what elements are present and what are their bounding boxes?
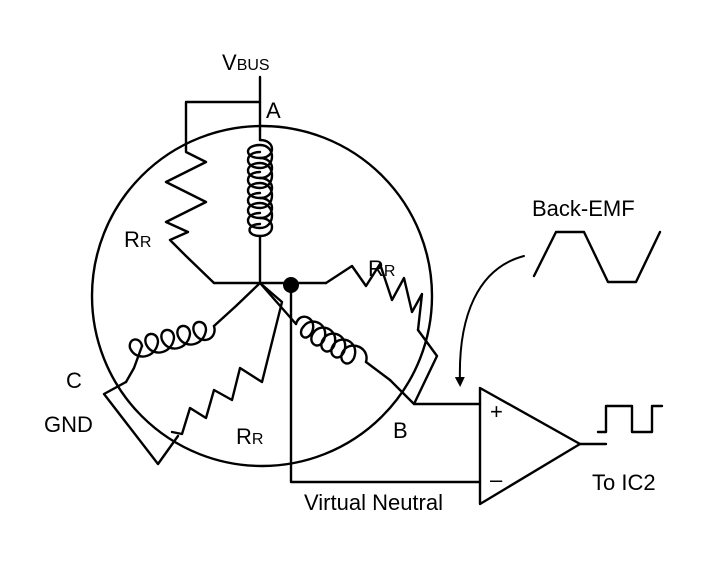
back-emf-arrow bbox=[454, 255, 525, 387]
phase-a-label: A bbox=[266, 98, 281, 123]
phase-b-coil bbox=[258, 281, 392, 382]
rr-label-c: RR bbox=[236, 424, 263, 449]
comparator-minus-label: – bbox=[490, 467, 503, 492]
square-wave-icon bbox=[596, 404, 664, 434]
comparator bbox=[478, 386, 582, 506]
phase-c-coil bbox=[124, 281, 262, 384]
gnd-label: GND bbox=[44, 412, 93, 437]
phase-b-bracket bbox=[388, 328, 439, 406]
phase-a-resistor-bracket bbox=[184, 100, 262, 150]
phase-b-resistor bbox=[324, 262, 424, 332]
to-ic2-label: To IC2 bbox=[592, 470, 656, 495]
rr-label-b: RR bbox=[368, 256, 395, 281]
phase-a-coil bbox=[246, 128, 274, 285]
back-emf-waveform-icon bbox=[532, 230, 662, 284]
comparator-plus-label: + bbox=[490, 399, 503, 424]
rr-label-a: RR bbox=[124, 227, 151, 252]
phase-c-resistor bbox=[170, 281, 284, 436]
phase-c-label: C bbox=[66, 368, 82, 393]
virtual-neutral-wire bbox=[289, 283, 482, 484]
phase-b-label: B bbox=[393, 418, 408, 443]
phase-c-gnd-bracket bbox=[102, 380, 180, 466]
vbus-label: VBUS bbox=[222, 50, 270, 75]
back-emf-label: Back-EMF bbox=[532, 196, 635, 221]
motor-stator-outline bbox=[90, 124, 434, 468]
virtual-neutral-label: Virtual Neutral bbox=[304, 490, 443, 515]
phase-a-resistor bbox=[164, 146, 216, 285]
